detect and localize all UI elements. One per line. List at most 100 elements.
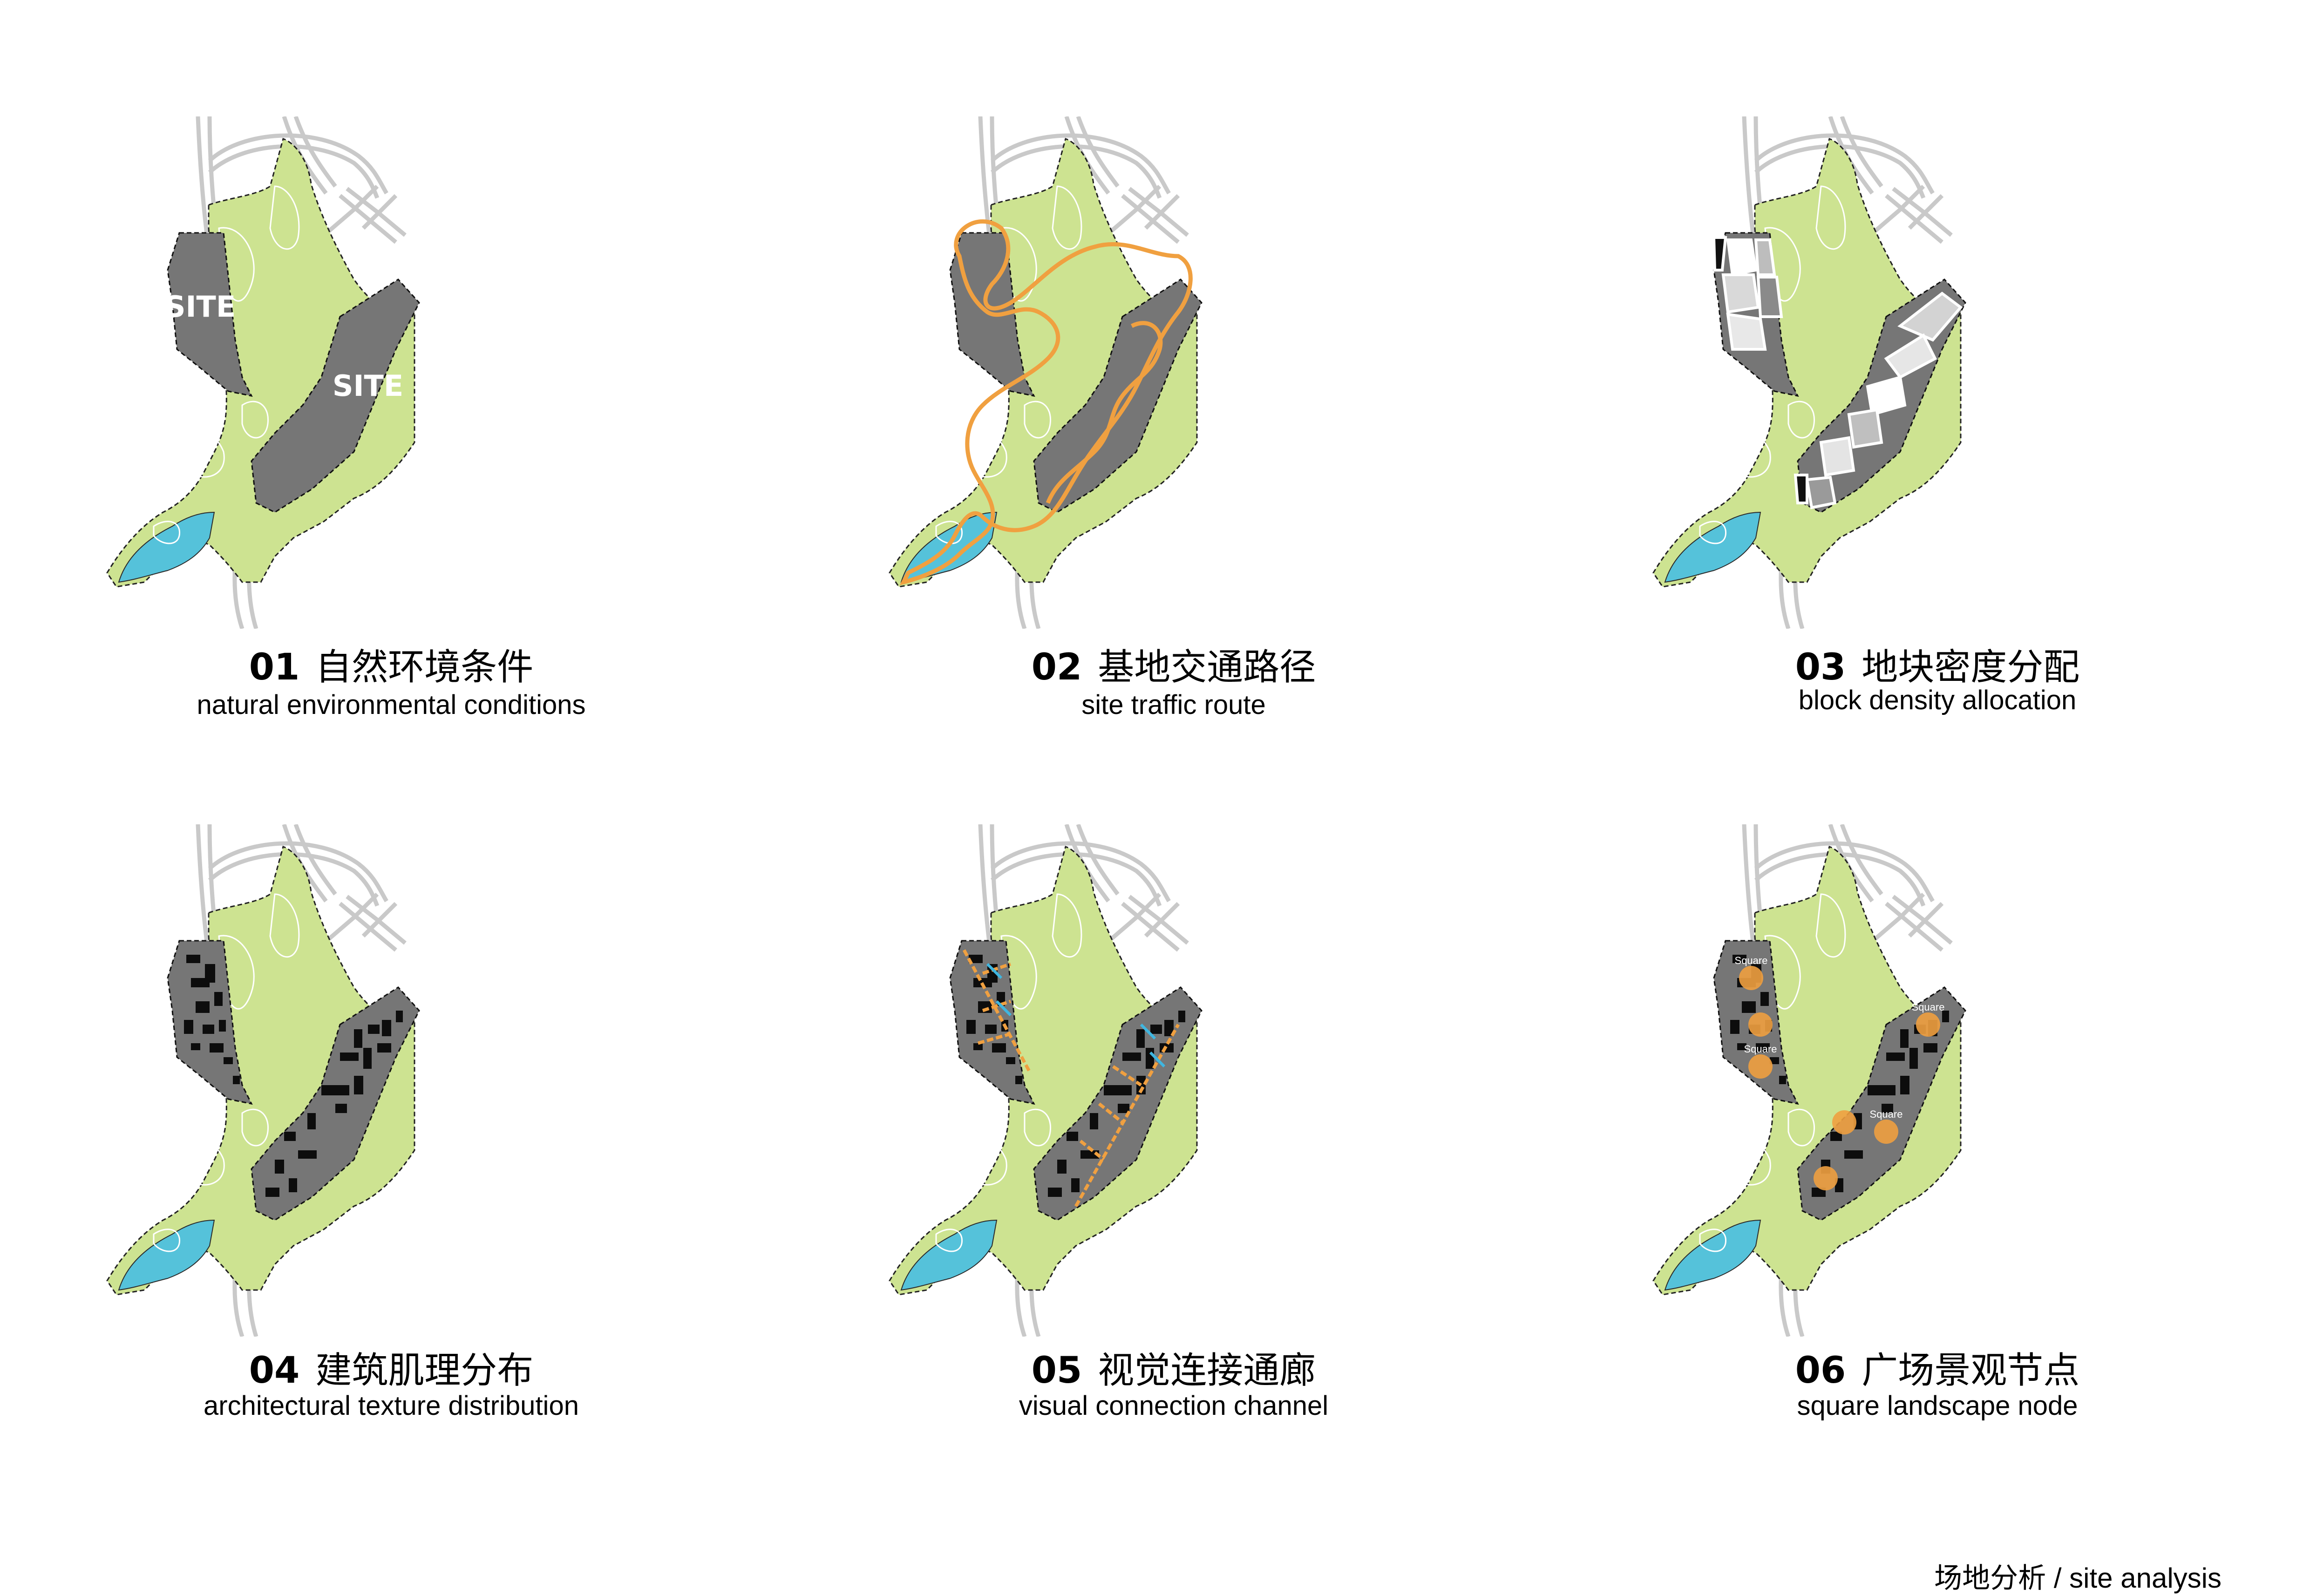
square-node xyxy=(1832,1110,1856,1134)
building xyxy=(340,1053,359,1061)
caption-number: 01 xyxy=(249,646,300,688)
lake xyxy=(118,1219,215,1291)
building xyxy=(377,1043,391,1053)
map-base xyxy=(889,116,1203,629)
building xyxy=(289,1178,297,1192)
contour-line xyxy=(153,521,180,544)
caption-title: 03 地块密度分配 xyxy=(1574,638,2301,690)
road xyxy=(339,902,397,952)
building xyxy=(1118,1104,1129,1113)
caption-subtitle: visual connection channel xyxy=(1019,1391,1329,1421)
road xyxy=(990,852,1162,907)
traffic-route xyxy=(1046,321,1163,504)
visual-corridor-arrow xyxy=(982,962,1012,975)
lake xyxy=(1664,511,1761,583)
building xyxy=(1164,1020,1174,1036)
road xyxy=(990,841,1171,903)
road xyxy=(1144,194,1180,230)
building xyxy=(210,1043,224,1053)
caption-subtitle: natural environmental conditions xyxy=(197,690,586,720)
contour-line xyxy=(171,1138,225,1186)
map-02 xyxy=(889,116,1203,629)
building xyxy=(966,1020,976,1034)
contour-line xyxy=(1024,401,1052,439)
building xyxy=(321,1085,349,1095)
green-area xyxy=(889,846,1198,1296)
road xyxy=(1144,902,1180,938)
caption-title-text: 地块密度分配 xyxy=(1862,646,2080,688)
road xyxy=(1885,902,1943,952)
building xyxy=(284,1132,296,1141)
map-base xyxy=(1652,116,1966,629)
building xyxy=(1900,1029,1909,1048)
contour-line xyxy=(153,1229,180,1252)
map-base xyxy=(889,824,1203,1337)
contour-line xyxy=(1787,401,1815,439)
building xyxy=(203,1025,214,1034)
square-label: Square xyxy=(1744,1043,1777,1055)
contour-line xyxy=(1052,185,1082,250)
green-area xyxy=(1652,138,1962,588)
building xyxy=(1104,1085,1132,1095)
building xyxy=(1730,1020,1739,1034)
road xyxy=(1885,194,1943,244)
building xyxy=(1830,1132,1842,1141)
lake xyxy=(118,511,215,583)
visual-corridor-arrow xyxy=(1112,1065,1142,1087)
density-block xyxy=(1754,238,1776,276)
building xyxy=(307,1113,316,1129)
building xyxy=(1057,1160,1067,1174)
contour-line xyxy=(1787,1108,1815,1147)
visual-corridor-arrow xyxy=(1079,1140,1105,1161)
map-base xyxy=(1652,824,1966,1337)
contour-line xyxy=(935,521,963,544)
density-block xyxy=(1884,333,1937,379)
building xyxy=(265,1188,279,1197)
density-block xyxy=(1756,276,1783,318)
map-group xyxy=(889,116,1203,629)
building xyxy=(184,1020,193,1034)
building xyxy=(1770,1057,1779,1064)
building xyxy=(1136,1029,1145,1048)
building xyxy=(1760,992,1769,1006)
building xyxy=(1923,1043,1937,1053)
building xyxy=(1756,1043,1770,1053)
square-node xyxy=(1748,1012,1773,1037)
square-node xyxy=(1748,1054,1773,1079)
building xyxy=(335,1104,347,1113)
road xyxy=(320,184,379,239)
building xyxy=(1080,1150,1099,1159)
road xyxy=(1866,184,1925,239)
square-node xyxy=(1739,966,1763,990)
caption-number: 03 xyxy=(1795,646,1846,688)
square-label: Square xyxy=(1912,1001,1945,1013)
visual-corridor-arrow xyxy=(1098,1102,1124,1124)
road xyxy=(1754,144,1926,199)
contour-line xyxy=(1052,893,1082,958)
building xyxy=(354,1029,362,1048)
site-label-west: SITE xyxy=(165,290,236,324)
road xyxy=(320,892,379,947)
contour-line xyxy=(1718,1138,1771,1186)
building xyxy=(1122,1053,1141,1061)
road xyxy=(361,902,398,938)
sightline-marker xyxy=(986,963,1166,1068)
contour-line xyxy=(1718,430,1771,478)
density-block xyxy=(1726,312,1767,351)
building xyxy=(1812,1188,1826,1197)
caption-subtitle: square landscape node xyxy=(1797,1391,2078,1421)
caption-title-text: 自然环境条件 xyxy=(315,646,534,688)
buildings xyxy=(184,955,403,1197)
building xyxy=(396,1011,403,1022)
building xyxy=(1909,1048,1918,1069)
